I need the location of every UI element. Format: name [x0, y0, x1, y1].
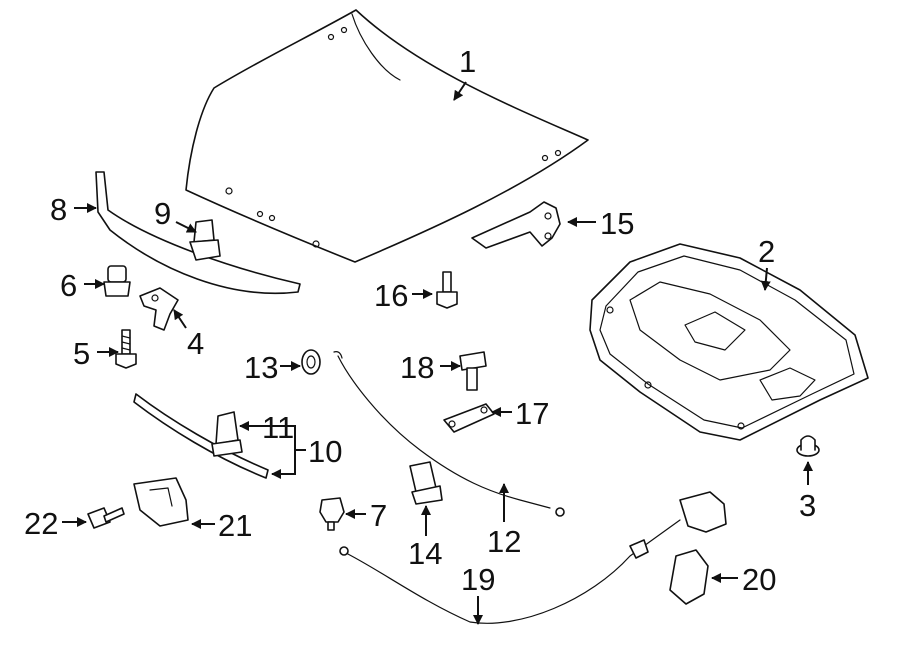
seal-clip [211, 411, 243, 457]
callout-13: 13 [244, 350, 278, 385]
callout-20: 20 [742, 562, 776, 597]
release-cable [339, 519, 681, 624]
callout-4: 4 [187, 326, 204, 361]
callout-2: 2 [758, 234, 775, 269]
hood-insulator [589, 243, 869, 441]
clip-7 [319, 497, 345, 531]
callout-19: 19 [461, 562, 495, 597]
callout-21: 21 [218, 508, 252, 543]
prop-rod [333, 351, 565, 517]
latch-21 [133, 477, 189, 527]
callout-5: 5 [73, 336, 90, 371]
hood-hinge [471, 201, 561, 249]
callout-1: 1 [459, 44, 476, 79]
callout-22: 22 [24, 506, 58, 541]
callout-14: 14 [408, 536, 442, 571]
callout-3: 3 [799, 488, 816, 523]
hood-seal-front [95, 171, 301, 295]
callout-15: 15 [600, 206, 634, 241]
bolt-16 [436, 271, 458, 309]
grommet [301, 349, 321, 375]
callout-11: 11 [262, 410, 294, 445]
callout-numbers: 1 2 3 4 5 6 7 8 9 10 11 12 13 14 15 16 1… [24, 44, 816, 597]
callout-10: 10 [308, 434, 342, 469]
leader-lines [62, 81, 813, 625]
bolt-22 [87, 507, 125, 529]
hood-latch [679, 491, 727, 533]
reinforcement-plate [443, 403, 495, 433]
callout-17: 17 [515, 396, 549, 431]
callout-18: 18 [400, 350, 434, 385]
release-handle [669, 549, 709, 605]
callout-9: 9 [154, 196, 171, 231]
bracket [139, 287, 179, 331]
bolt-5 [115, 329, 137, 369]
callout-16: 16 [374, 278, 408, 313]
bolt-18 [459, 351, 487, 391]
hood-bumper [189, 219, 221, 261]
callout-12: 12 [487, 524, 521, 559]
retainer [409, 461, 443, 505]
callout-7: 7 [370, 498, 387, 533]
bumper-stop [103, 265, 131, 297]
hood-panel [185, 9, 589, 263]
callout-8: 8 [50, 192, 67, 227]
hood-seal-rear [133, 393, 269, 479]
callout-6: 6 [60, 268, 77, 303]
push-clip [796, 435, 820, 457]
